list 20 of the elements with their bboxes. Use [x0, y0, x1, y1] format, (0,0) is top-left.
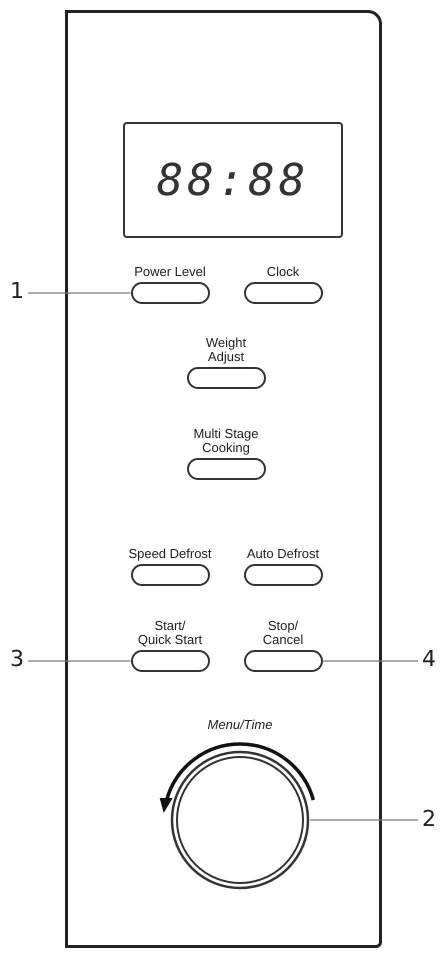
display-digits: 88:88 [156, 154, 310, 206]
callout-number: 3 [10, 648, 24, 672]
callout-number: 2 [422, 808, 436, 832]
button-label: Power Level [133, 265, 207, 279]
button-label: Clock [266, 265, 300, 279]
button-label: Start/ Quick Start [137, 619, 203, 647]
button-label: Stop/ Cancel [262, 619, 304, 647]
button-label: Speed Defrost [127, 547, 213, 561]
display-screen [123, 122, 343, 238]
callout-number: 1 [10, 280, 24, 304]
leader-line [310, 819, 418, 821]
button-label: Auto Defrost [246, 547, 320, 561]
callout-number: 4 [422, 648, 436, 672]
button-label: Weight Adjust [204, 336, 248, 364]
dial-label: Menu/Time [206, 716, 274, 734]
control-panel [65, 10, 382, 948]
button-label: Multi Stage Cooking [192, 427, 260, 455]
leader-line [28, 292, 130, 294]
leader-line [28, 660, 130, 662]
leader-line [322, 660, 418, 662]
